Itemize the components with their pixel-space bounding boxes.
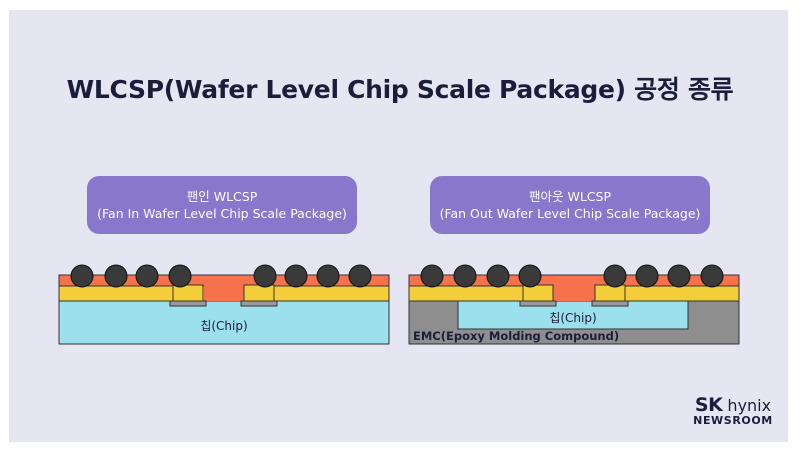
fan-out-chip-label: 칩(Chip) bbox=[549, 311, 597, 325]
sk-hynix-newsroom-logo: SK hynix NEWSROOM bbox=[693, 394, 773, 427]
logo-brand: hynix bbox=[727, 396, 772, 415]
fan-out-diagram bbox=[408, 264, 740, 345]
fan-in-center-band bbox=[204, 283, 244, 301]
fan-in-pad bbox=[240, 300, 278, 307]
fan-out-solder-ball bbox=[453, 264, 477, 288]
fan-out-pad bbox=[591, 300, 629, 307]
fan-out-solder-ball bbox=[420, 264, 444, 288]
fan-out-via bbox=[522, 284, 554, 302]
fan-in-pad bbox=[169, 300, 207, 307]
logo-brand-bold: SK bbox=[694, 394, 723, 416]
fan-in-solder-ball bbox=[348, 264, 372, 288]
fan-in-solder-ball bbox=[316, 264, 340, 288]
fan-out-full-name: (Fan Out Wafer Level Chip Scale Package) bbox=[439, 206, 701, 221]
fan-in-label-box: 팬인 WLCSP (Fan In Wafer Level Chip Scale … bbox=[87, 176, 357, 234]
fan-out-chip bbox=[457, 300, 689, 330]
fan-out-solder-ball bbox=[603, 264, 627, 288]
page-title: WLCSP(Wafer Level Chip Scale Package) 공정… bbox=[66, 75, 734, 104]
fan-out-solder-ball bbox=[635, 264, 659, 288]
fan-in-name: 팬인 WLCSP bbox=[186, 189, 258, 204]
fan-in-chip-label: 칩(Chip) bbox=[200, 319, 248, 333]
fan-in-solder-ball bbox=[168, 264, 192, 288]
fan-out-solder-ball bbox=[667, 264, 691, 288]
fan-in-solder-ball bbox=[104, 264, 128, 288]
fan-out-label-box: 팬아웃 WLCSP (Fan Out Wafer Level Chip Scal… bbox=[430, 176, 710, 234]
fan-in-via bbox=[172, 284, 204, 302]
fan-out-pad bbox=[519, 300, 557, 307]
fan-out-solder-ball bbox=[518, 264, 542, 288]
fan-in-solder-ball bbox=[253, 264, 277, 288]
fan-in-solder-ball bbox=[135, 264, 159, 288]
fan-out-via bbox=[594, 284, 626, 302]
fan-in-solder-ball bbox=[70, 264, 94, 288]
fan-in-solder-ball bbox=[284, 264, 308, 288]
fan-in-via bbox=[243, 284, 275, 302]
fan-out-name: 팬아웃 WLCSP bbox=[529, 189, 611, 204]
emc-label: EMC(Epoxy Molding Compound) bbox=[413, 329, 620, 343]
fan-out-solder-ball bbox=[486, 264, 510, 288]
logo-sub: NEWSROOM bbox=[693, 414, 773, 427]
fan-out-solder-ball bbox=[700, 264, 724, 288]
fan-in-diagram bbox=[58, 264, 390, 345]
fan-in-chip bbox=[58, 300, 390, 345]
fan-out-center-band bbox=[553, 283, 595, 301]
fan-in-full-name: (Fan In Wafer Level Chip Scale Package) bbox=[97, 206, 347, 221]
